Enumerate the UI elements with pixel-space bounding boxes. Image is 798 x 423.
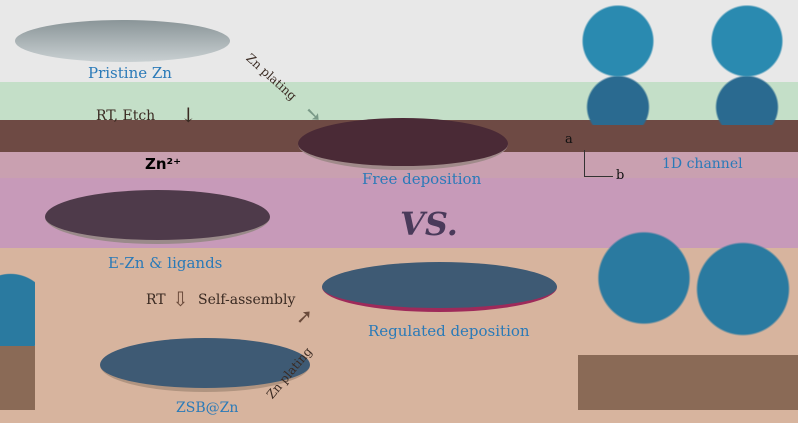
zsb-zn-label: ZSB@Zn bbox=[176, 400, 239, 416]
self-assembly-label: Self-assembly bbox=[198, 292, 296, 308]
free-deposition-disc bbox=[298, 118, 508, 170]
axis-b-label: b bbox=[616, 168, 625, 183]
regulated-deposition-label: Regulated deposition bbox=[368, 322, 530, 340]
e-zn-label: E-Zn & ligands bbox=[108, 254, 223, 272]
regulated-deposition-disc bbox=[322, 262, 557, 312]
arrow-icon-self-assembly: ⇩ bbox=[172, 287, 189, 311]
mof-structure-bottom bbox=[578, 190, 798, 410]
mof-structure-top bbox=[575, 5, 790, 125]
pristine-zn-label: Pristine Zn bbox=[88, 64, 172, 82]
pristine-zn-disc bbox=[15, 20, 230, 62]
axis-a-label: a bbox=[565, 132, 573, 147]
zsb-zn-disc bbox=[100, 338, 310, 392]
etch-label: RT, Etch bbox=[96, 108, 156, 124]
rt-label: RT bbox=[146, 292, 166, 308]
arrow-icon-plating-top: ➘ bbox=[305, 102, 322, 126]
arrow-icon-etch: ↓ bbox=[180, 103, 197, 127]
arrow-icon-plating-bottom: ➚ bbox=[296, 304, 313, 328]
e-zn-disc bbox=[45, 190, 270, 244]
vs-label: VS. bbox=[400, 205, 458, 243]
free-deposition-label: Free deposition bbox=[362, 170, 482, 188]
mof-structure-left bbox=[0, 250, 35, 410]
1d-channel-label: 1D channel bbox=[662, 156, 743, 172]
zn-ion-label: Zn²⁺ bbox=[145, 155, 182, 173]
axis-icon bbox=[584, 150, 613, 177]
